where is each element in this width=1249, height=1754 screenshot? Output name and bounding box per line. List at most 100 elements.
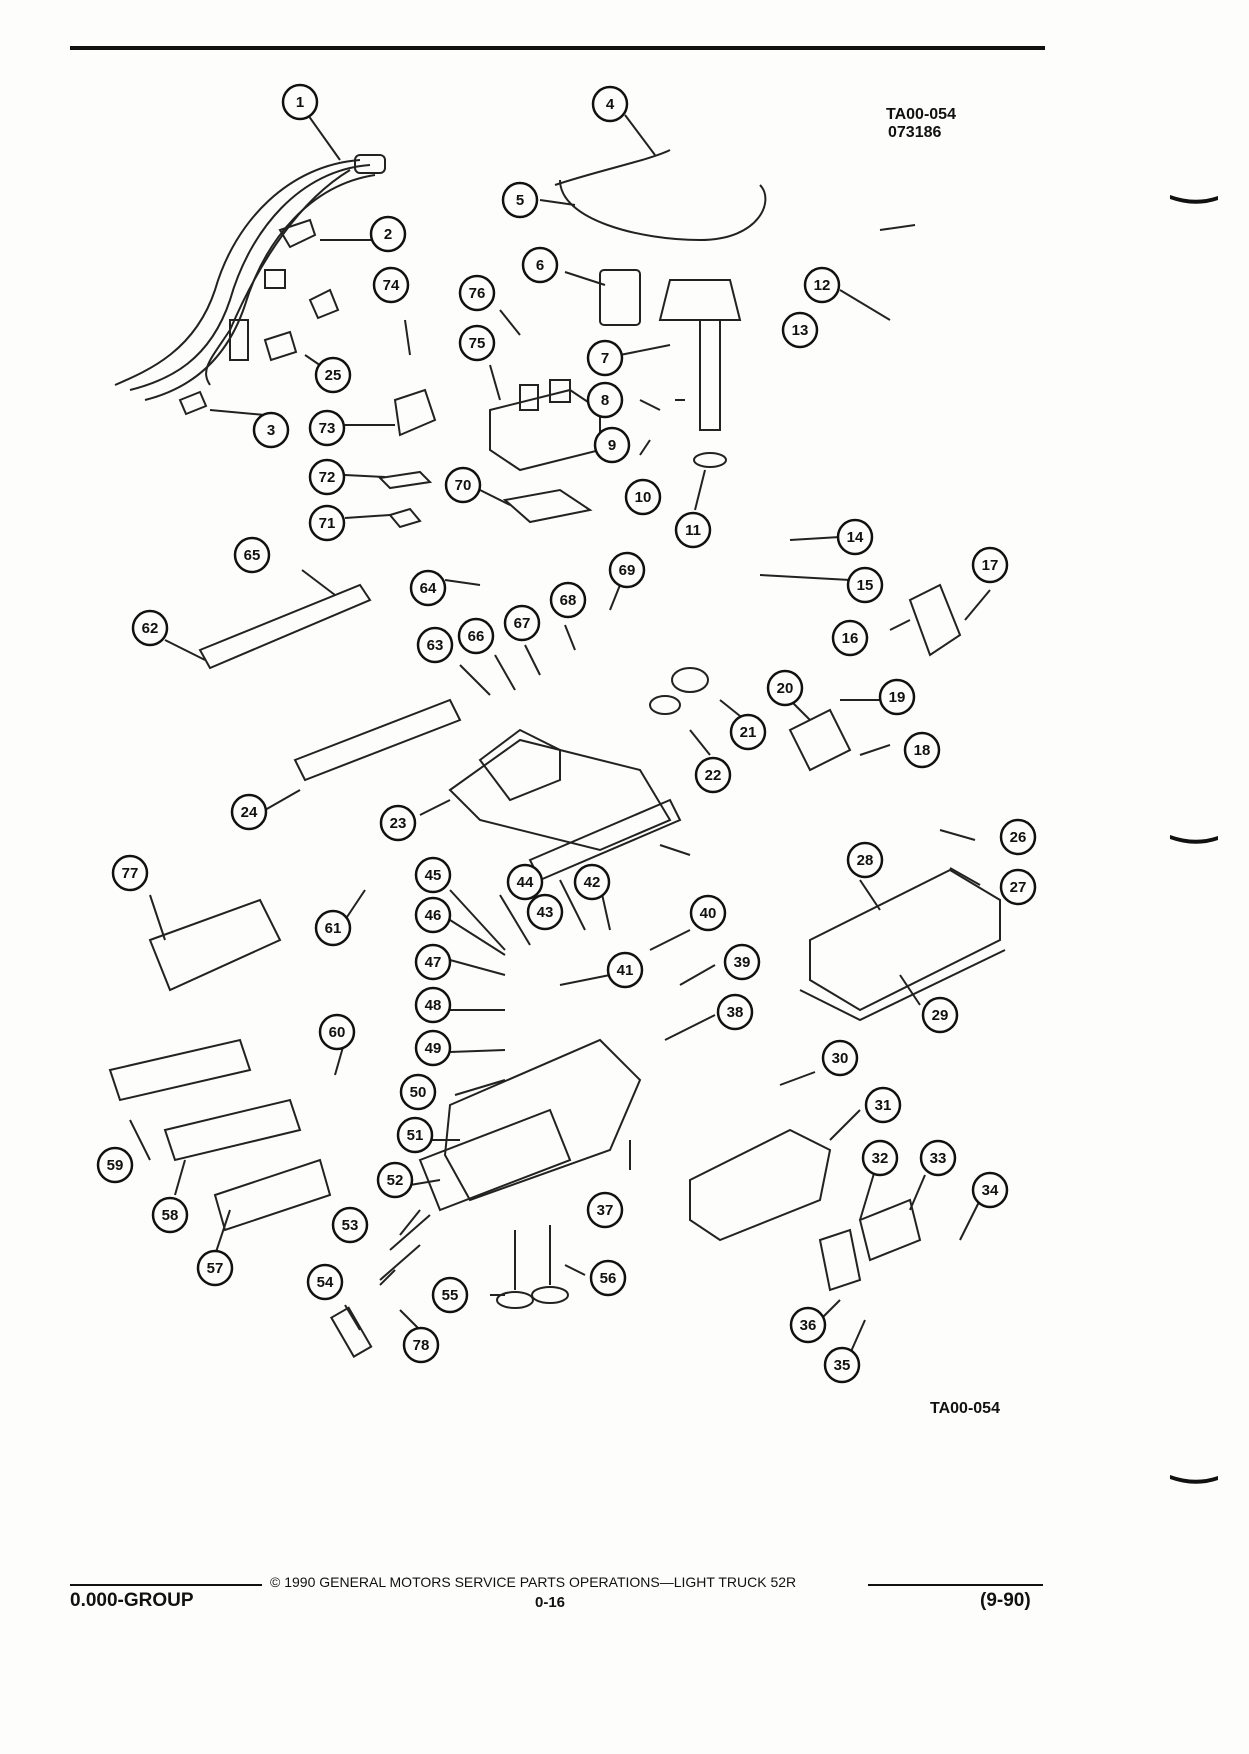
callout-label: 40: [700, 905, 717, 922]
callout-42: 42: [573, 863, 611, 901]
callout-75: 75: [458, 324, 496, 362]
callout-46: 46: [414, 896, 452, 934]
callout-74: 74: [372, 266, 410, 304]
callout-label: 52: [387, 1172, 404, 1189]
callout-label: 34: [982, 1182, 999, 1199]
footer-copyright: © 1990 GENERAL MOTORS SERVICE PARTS OPER…: [270, 1574, 797, 1590]
callout-31: 31: [864, 1086, 902, 1124]
callout-48: 48: [414, 986, 452, 1024]
ref-code-top: TA00-054: [886, 106, 956, 123]
callout-3: 3: [252, 411, 290, 449]
footer-group: 0.000-GROUP: [70, 1590, 194, 1611]
callout-label: 31: [875, 1097, 892, 1114]
callout-label: 77: [122, 865, 139, 882]
callout-label: 29: [932, 1007, 949, 1024]
callout-label: 37: [597, 1202, 614, 1219]
callout-label: 26: [1010, 829, 1027, 846]
callout-18: 18: [903, 731, 941, 769]
callout-44: 44: [506, 863, 544, 901]
callout-label: 21: [740, 724, 757, 741]
callout-label: 42: [584, 874, 601, 891]
callout-69: 69: [608, 551, 646, 589]
callout-label: 56: [600, 1270, 617, 1287]
callout-16: 16: [831, 619, 869, 657]
callout-label: 1: [296, 94, 304, 111]
callout-label: 23: [390, 815, 407, 832]
callout-65: 65: [233, 536, 271, 574]
callout-56: 56: [589, 1259, 627, 1297]
callout-78: 78: [402, 1326, 440, 1364]
callout-label: 47: [425, 954, 442, 971]
callout-label: 12: [814, 277, 831, 294]
callout-label: 10: [635, 489, 652, 506]
callout-23: 23: [379, 804, 417, 842]
callout-77: 77: [111, 854, 149, 892]
callout-label: 25: [325, 367, 342, 384]
callout-label: 76: [469, 285, 486, 302]
callout-label: 72: [319, 469, 336, 486]
callout-55: 55: [431, 1276, 469, 1314]
callout-35: 35: [823, 1346, 861, 1384]
callout-14: 14: [836, 518, 874, 556]
callout-label: 58: [162, 1207, 179, 1224]
callout-label: 66: [468, 628, 485, 645]
callout-label: 16: [842, 630, 859, 647]
callout-60: 60: [318, 1013, 356, 1051]
callout-label: 7: [601, 350, 609, 367]
callout-label: 13: [792, 322, 809, 339]
callout-label: 33: [930, 1150, 947, 1167]
callout-label: 3: [267, 422, 275, 439]
binder-mark-2: [1170, 835, 1218, 844]
callout-57: 57: [196, 1249, 234, 1287]
callout-34: 34: [971, 1171, 1009, 1209]
callout-1: 1: [281, 83, 319, 121]
callout-label: 17: [982, 557, 999, 574]
footer-revision: (9-90): [980, 1590, 1031, 1611]
callout-39: 39: [723, 943, 761, 981]
callout-24: 24: [230, 793, 268, 831]
callout-52: 52: [376, 1161, 414, 1199]
callout-label: 20: [777, 680, 794, 697]
callout-label: 63: [427, 637, 444, 654]
top-rule: [70, 46, 1045, 50]
binder-mark-3: [1170, 1475, 1218, 1484]
callout-label: 24: [241, 804, 258, 821]
callout-label: 59: [107, 1157, 124, 1174]
callout-53: 53: [331, 1206, 369, 1244]
callout-label: 9: [608, 437, 616, 454]
callout-6: 6: [521, 246, 559, 284]
callout-72: 72: [308, 458, 346, 496]
callout-label: 4: [606, 96, 615, 113]
callout-label: 70: [455, 477, 472, 494]
callout-15: 15: [846, 566, 884, 604]
callout-label: 19: [889, 689, 906, 706]
callout-label: 74: [383, 277, 400, 294]
callout-13: 13: [781, 311, 819, 349]
callout-label: 50: [410, 1084, 427, 1101]
footer-page-number: 0-16: [535, 1594, 566, 1611]
callout-label: 11: [685, 522, 701, 539]
ref-code-date: 073186: [888, 124, 942, 141]
callout-38: 38: [716, 993, 754, 1031]
callout-label: 8: [601, 392, 609, 409]
callout-19: 19: [878, 678, 916, 716]
callout-label: 51: [407, 1127, 424, 1144]
callout-45: 45: [414, 856, 452, 894]
callout-label: 48: [425, 997, 442, 1014]
callout-7: 7: [586, 339, 624, 377]
callout-62: 62: [131, 609, 169, 647]
callout-25: 25: [314, 356, 352, 394]
callout-29: 29: [921, 996, 959, 1034]
callout-67: 67: [503, 604, 541, 642]
callout-label: 22: [705, 767, 722, 784]
callout-63: 63: [416, 626, 454, 664]
callout-36: 36: [789, 1306, 827, 1344]
callout-label: 32: [872, 1150, 889, 1167]
callout-label: 55: [442, 1287, 459, 1304]
callout-2: 2: [369, 215, 407, 253]
callout-59: 59: [96, 1146, 134, 1184]
callout-label: 30: [832, 1050, 849, 1067]
callout-58: 58: [151, 1196, 189, 1234]
callout-9: 9: [593, 426, 631, 464]
